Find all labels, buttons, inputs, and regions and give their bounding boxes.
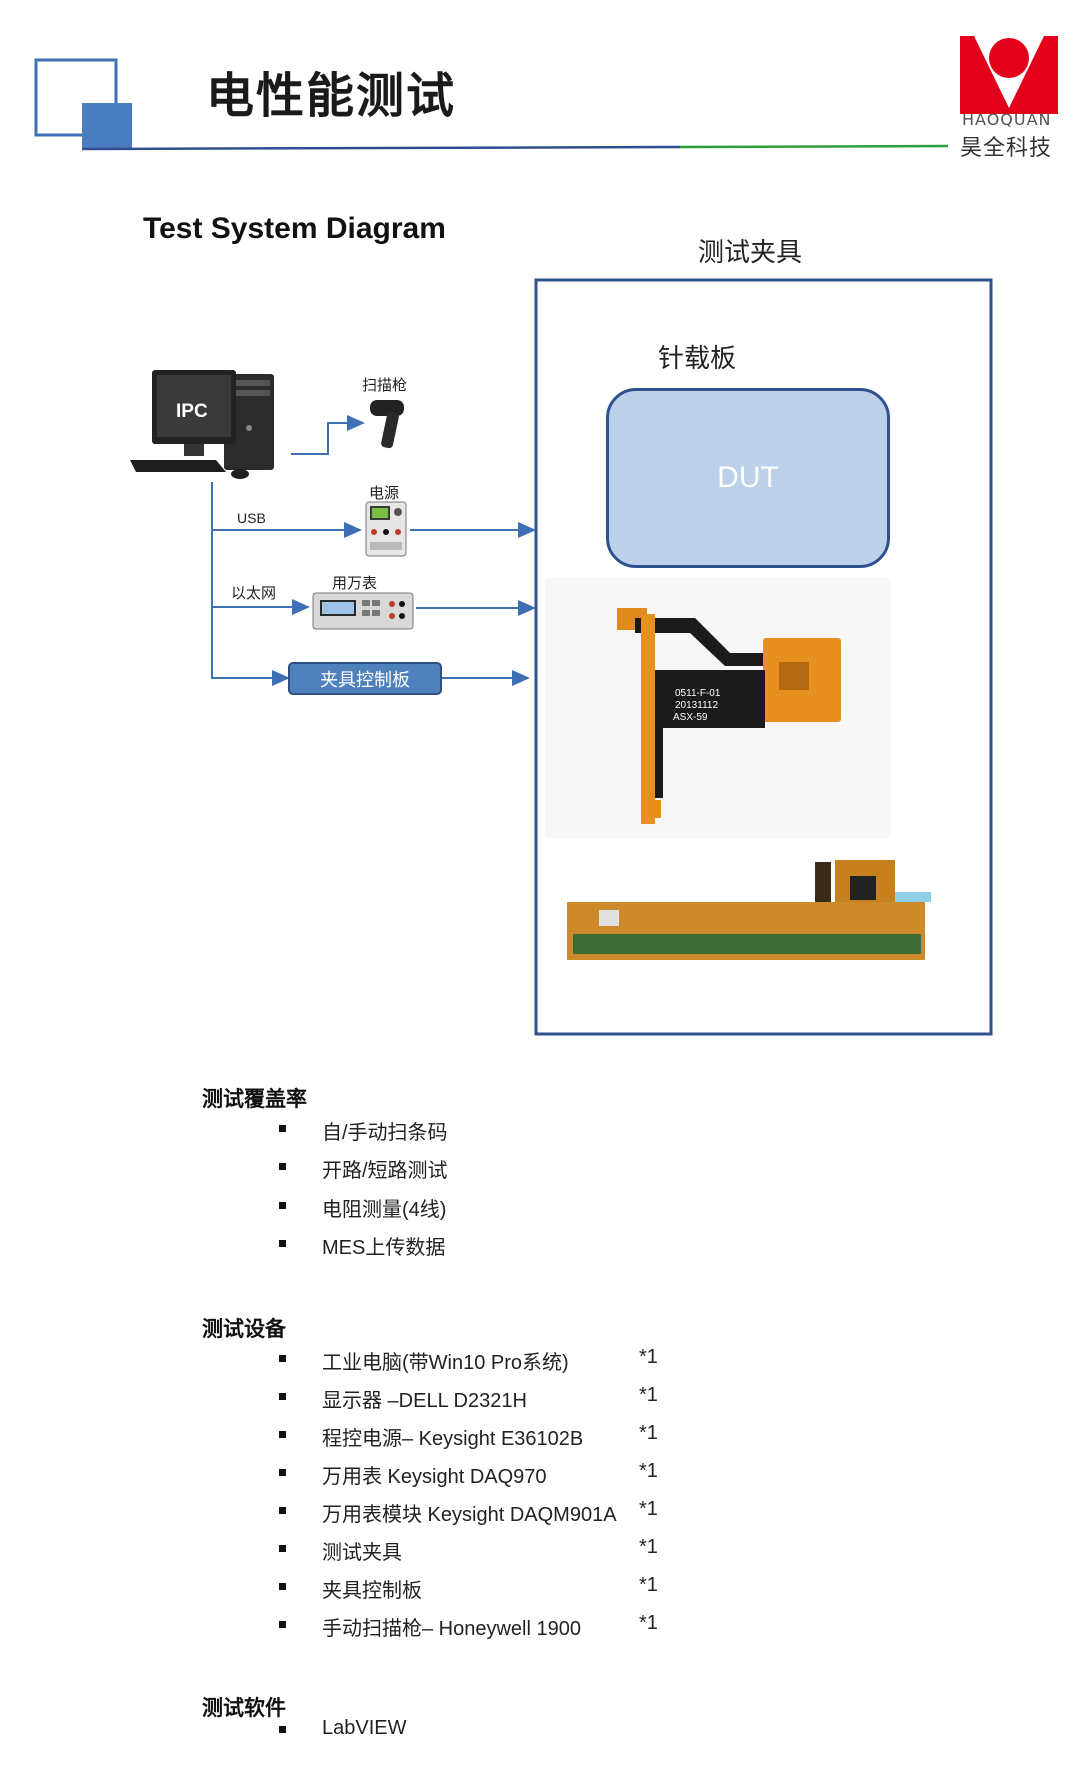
company-logo-icon (960, 36, 1058, 114)
ipc-label: IPC (176, 401, 208, 422)
bullet-icon (279, 1202, 286, 1209)
fpc-text-2: 20131112 (675, 700, 718, 711)
bullet-icon (279, 1545, 286, 1552)
logo-text-en: HAOQUAN (962, 110, 1052, 129)
bullet-icon (279, 1163, 286, 1170)
fpc-product-photo-1: 0511-F-01 20131112 ASX-59 (545, 578, 891, 838)
power-supply-icon (365, 501, 407, 557)
usb-label: USB (237, 510, 266, 526)
bullet-icon (279, 1355, 286, 1362)
bullet-icon (279, 1393, 286, 1400)
coverage-heading: 测试覆盖率 (202, 1087, 307, 1111)
bullet-icon (279, 1240, 286, 1247)
bullet-icon (279, 1431, 286, 1438)
fpc-text-3: ASX-59 (673, 712, 708, 723)
equipment-list: 工业电脑(带Win10 Pro系统)*1 显示器 –DELL D2321H*1 … (279, 1346, 699, 1646)
logo-text-cn: 昊全科技 (960, 136, 1053, 161)
bullet-icon (279, 1621, 286, 1628)
bullet-icon (279, 1125, 286, 1132)
multimeter-label: 用万表 (332, 574, 378, 592)
software-list: LabVIEW (279, 1717, 579, 1747)
page-title: 电性能测试 (206, 68, 457, 124)
equipment-heading: 测试设备 (202, 1317, 286, 1341)
needle-board-label: 针载板 (658, 344, 737, 374)
software-heading: 测试软件 (202, 1696, 286, 1720)
ipc-computer-icon: IPC (130, 370, 274, 479)
dut-label: DUT (717, 461, 779, 494)
header-rule-green (679, 144, 949, 149)
fpc-text-1: 0511-F-01 (675, 688, 721, 699)
bullet-icon (279, 1583, 286, 1590)
header-square-outline (34, 58, 118, 137)
multimeter-icon (312, 592, 414, 630)
fixture-control-board: 夹具控制板 (288, 662, 442, 695)
header-square-filled (82, 103, 132, 150)
bullet-icon (279, 1726, 286, 1733)
ethernet-label: 以太网 (231, 584, 277, 602)
diagram-title: Test System Diagram (143, 212, 446, 245)
coverage-list: 自/手动扫条码 开路/短路测试 电阻测量(4线) MES上传数据 (279, 1116, 579, 1266)
fixture-label: 测试夹具 (698, 238, 803, 268)
bullet-icon (279, 1469, 286, 1476)
power-label: 电源 (369, 484, 400, 502)
header-rule-blue (81, 145, 681, 151)
bullet-icon (279, 1507, 286, 1514)
fpc-product-photo-2 (565, 856, 965, 976)
header-decoration (34, 58, 949, 151)
barcode-scanner-icon (370, 400, 404, 449)
scanner-label: 扫描枪 (362, 376, 408, 394)
dut-box: DUT (606, 388, 890, 568)
